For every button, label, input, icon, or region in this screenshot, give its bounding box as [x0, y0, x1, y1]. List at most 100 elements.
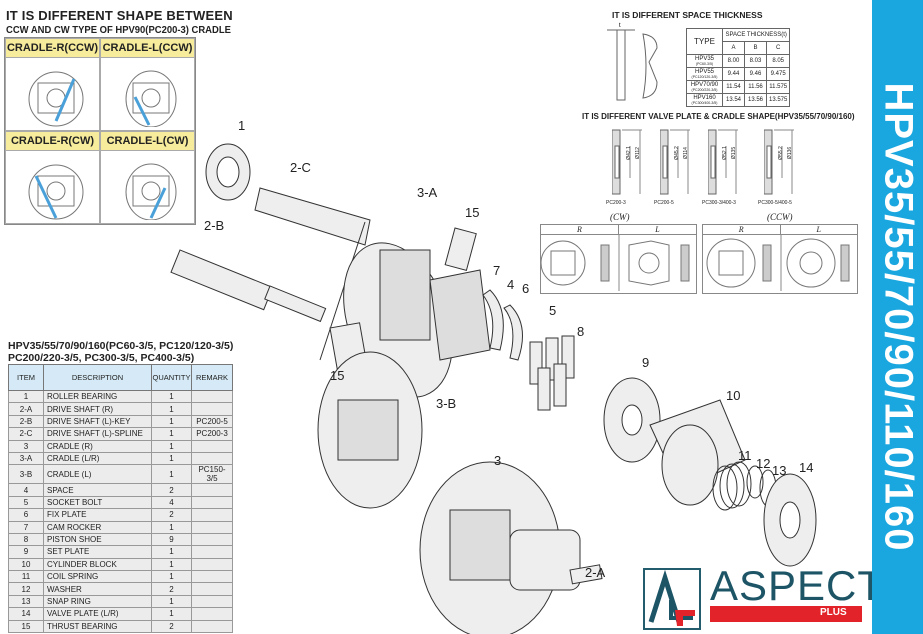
- callout-14: 14: [799, 460, 814, 475]
- cell: COIL SPRING: [43, 570, 152, 584]
- thickness-cell: 13.56: [744, 93, 767, 107]
- thickness-cell: 13.54: [722, 93, 745, 107]
- drive-shaft-2c: [254, 187, 371, 361]
- cradle-panel-subtitle: CCW AND CW TYPE OF HPV90(PC200-3) CRADLE: [6, 24, 231, 36]
- plate-model: PC200-5: [654, 200, 674, 206]
- callout-3b: 3-B: [436, 396, 457, 411]
- callout-8: 8: [577, 324, 585, 339]
- logo-a-icon: [648, 569, 695, 626]
- thickness-cell: 8.05: [765, 54, 791, 68]
- cradle-cell: CRADLE-L(CCW): [100, 38, 195, 131]
- cell: 1: [151, 545, 192, 559]
- logo-mark: [643, 568, 701, 630]
- cell: SOCKET BOLT: [43, 495, 152, 510]
- callout-13: 13: [772, 463, 787, 478]
- thickness-cell: 11.575: [765, 80, 791, 94]
- cell: 3-A: [8, 451, 44, 466]
- callout-15a: 15: [465, 205, 480, 220]
- cradle-drawing: [28, 71, 84, 127]
- parts-title-line1: HPV35/55/70/90/160(PC60-3/5, PC120/120-3…: [8, 340, 234, 352]
- cell: [191, 508, 233, 522]
- cradle-3: [419, 461, 603, 634]
- sidebar-model-text: HPV35/55/70/90/110/160: [876, 82, 920, 552]
- cell: [191, 557, 233, 572]
- cell: [191, 451, 233, 466]
- thrust-bearing-15a: [444, 227, 477, 272]
- cell: [191, 607, 233, 621]
- cradle-cell: CRADLE-R(CW): [5, 131, 100, 224]
- cell: 8: [8, 532, 44, 547]
- type-cell: HPV55(PC120/120-3/5): [686, 67, 723, 81]
- parts-list-title: HPV35/55/70/90/160(PC60-3/5, PC120/120-3…: [8, 340, 233, 364]
- cradle-label: CRADLE-L(CCW): [101, 39, 194, 58]
- thickness-cell: 11.54: [722, 80, 745, 94]
- col-c: C: [765, 41, 791, 55]
- cell: 1: [151, 607, 192, 621]
- cell: 2: [151, 619, 192, 634]
- cell: 2-C: [8, 427, 44, 441]
- set-plate: [603, 377, 661, 463]
- callout-1: 1: [238, 118, 246, 133]
- cradle-label: CRADLE-R(CW): [6, 132, 99, 151]
- cell: [191, 594, 233, 609]
- cell: VALVE PLATE (L/R): [43, 607, 152, 621]
- cradle-drawing: [28, 164, 84, 220]
- ccw-label: (CCW): [767, 212, 793, 222]
- cell: PC200-3: [191, 427, 233, 441]
- cell: 4: [151, 495, 192, 510]
- cell: 1: [151, 427, 192, 441]
- parts-title-line2: PC200/220-3/5, PC300-3/5, PC400-3/5): [8, 352, 195, 364]
- ccw-cradle-drawing: [706, 235, 850, 291]
- cell: 4: [8, 483, 44, 497]
- cell: 1: [151, 464, 192, 485]
- col-b: B: [744, 41, 767, 55]
- cell: 1: [151, 557, 192, 572]
- type-cell: HPV35(PC60-3/5): [686, 54, 723, 68]
- cell: 12: [8, 582, 44, 596]
- cell: PC150-3/5: [191, 464, 233, 485]
- cell: 1: [151, 451, 192, 466]
- cell: 2: [151, 483, 192, 497]
- thickness-cell: 13.575: [765, 93, 791, 107]
- cradle-label: CRADLE-L(CW): [101, 132, 194, 151]
- cell: ROLLER BEARING: [43, 389, 152, 404]
- l-label: L: [655, 225, 660, 234]
- cell: [191, 619, 233, 634]
- cell: [191, 483, 233, 497]
- plate-model: PC300-5/400-5: [758, 200, 792, 206]
- cell: 1: [151, 439, 192, 453]
- cell: 2: [151, 582, 192, 596]
- callout-3: 3: [494, 453, 502, 468]
- fix-plate-6: [503, 304, 523, 361]
- callout-12: 12: [756, 456, 771, 471]
- callout-2b: 2-B: [204, 218, 225, 233]
- cell: 5: [8, 495, 44, 510]
- cell: 1: [151, 414, 192, 429]
- space-drawing: t: [607, 23, 658, 101]
- type-cell: HPV70/90(PC200/220-3/5): [686, 80, 723, 94]
- piston-shoes: [529, 335, 575, 411]
- cell: 9: [151, 532, 192, 547]
- thickness-cell: 8.00: [722, 54, 745, 68]
- valve-plate-section: Ø55.2 Ø136 PC300-5/400-5: [758, 128, 804, 206]
- valve-plate-drawing: [659, 129, 690, 195]
- cell: [191, 402, 233, 416]
- cell: 10: [8, 557, 44, 572]
- cell: 7: [8, 520, 44, 534]
- cradle-panel-title: IT IS DIFFERENT SHAPE BETWEEN: [6, 8, 233, 23]
- header-quantity: QUANTITY: [151, 364, 192, 391]
- thickness-cell: 9.44: [722, 67, 745, 81]
